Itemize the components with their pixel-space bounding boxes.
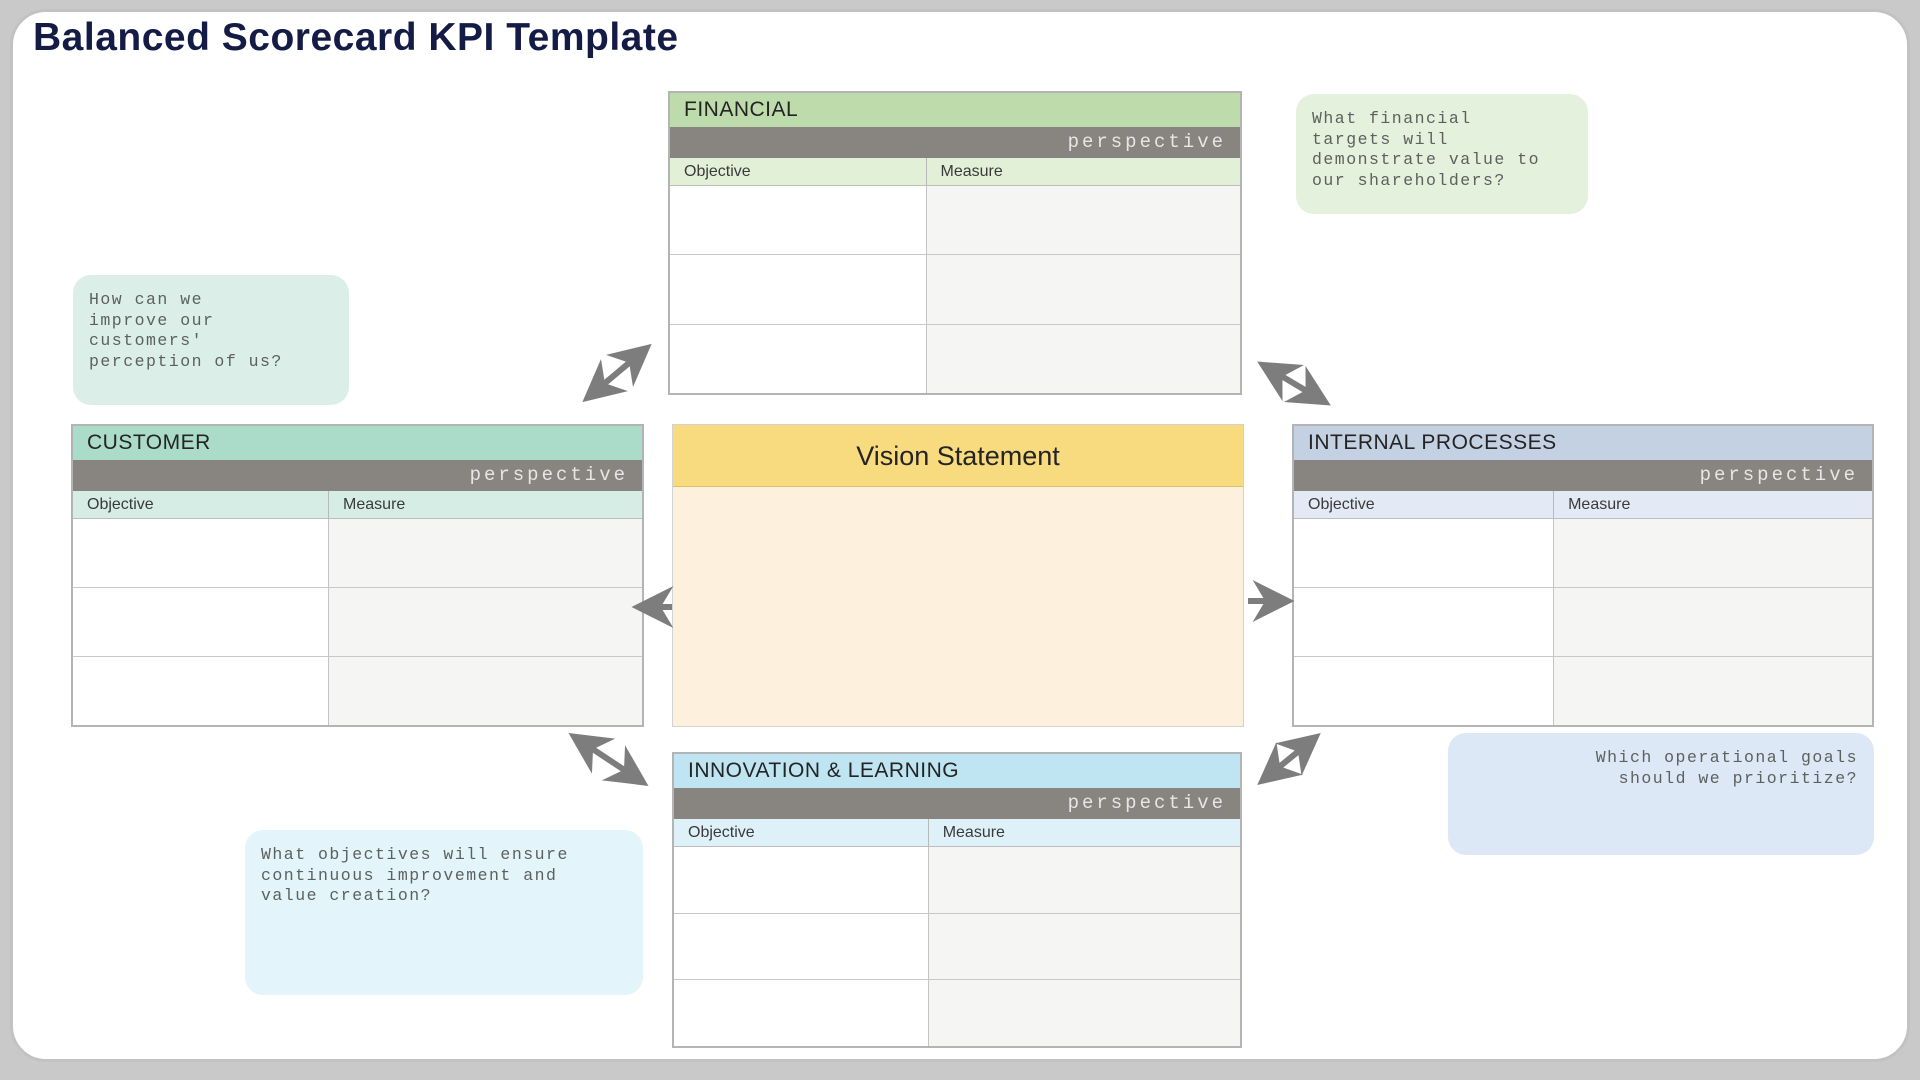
vision-statement-title: Vision Statement bbox=[673, 425, 1243, 487]
table-row bbox=[73, 588, 642, 657]
table-row bbox=[73, 519, 642, 588]
table-row bbox=[670, 324, 1240, 393]
page-title: Balanced Scorecard KPI Template bbox=[33, 16, 679, 59]
vision-statement-body[interactable] bbox=[673, 487, 1243, 726]
innovation-note: What objectives will ensure continuous i… bbox=[245, 830, 643, 995]
customer-note: How can we improve our customers' percep… bbox=[73, 275, 349, 405]
measure-cell[interactable] bbox=[1554, 657, 1872, 725]
objective-cell[interactable] bbox=[674, 980, 929, 1047]
customer-table: CUSTOMER perspective Objective Measure bbox=[71, 424, 644, 727]
table-row bbox=[1294, 657, 1872, 725]
measure-cell[interactable] bbox=[926, 324, 1240, 393]
objective-column-header: Objective bbox=[674, 819, 929, 846]
objective-cell[interactable] bbox=[674, 913, 929, 980]
internal-column-headers: Objective Measure bbox=[1294, 491, 1872, 519]
financial-perspective-bar: perspective bbox=[670, 127, 1240, 158]
innovation-learning-table: INNOVATION & LEARNING perspective Object… bbox=[672, 752, 1242, 1048]
innovation-column-headers: Objective Measure bbox=[674, 819, 1240, 847]
measure-cell[interactable] bbox=[928, 980, 1240, 1047]
measure-cell[interactable] bbox=[329, 519, 642, 587]
measure-cell[interactable] bbox=[1554, 588, 1872, 656]
measure-cell[interactable] bbox=[928, 847, 1240, 913]
table-row bbox=[674, 980, 1240, 1047]
innovation-table-body bbox=[674, 847, 1240, 1047]
internal-processes-note: Which operational goals should we priori… bbox=[1448, 733, 1874, 855]
measure-column-header: Measure bbox=[940, 163, 1003, 180]
objective-cell[interactable] bbox=[73, 588, 330, 656]
objective-cell[interactable] bbox=[73, 519, 330, 587]
objective-column-header: Objective bbox=[670, 158, 927, 185]
objective-cell[interactable] bbox=[670, 255, 927, 324]
measure-column-header: Measure bbox=[343, 496, 406, 513]
objective-cell[interactable] bbox=[1294, 657, 1555, 725]
measure-column-header: Measure bbox=[1568, 496, 1631, 513]
measure-cell[interactable] bbox=[329, 588, 642, 656]
vision-statement-box: Vision Statement bbox=[672, 424, 1244, 727]
customer-perspective-bar: perspective bbox=[73, 460, 642, 491]
innovation-perspective-bar: perspective bbox=[674, 788, 1240, 819]
objective-column-header: Objective bbox=[73, 491, 330, 518]
objective-cell[interactable] bbox=[674, 847, 929, 913]
internal-perspective-bar: perspective bbox=[1294, 460, 1872, 491]
table-row bbox=[674, 847, 1240, 914]
objective-cell[interactable] bbox=[670, 324, 927, 393]
objective-column-header: Objective bbox=[1294, 491, 1555, 518]
financial-table: FINANCIAL perspective Objective Measure bbox=[668, 91, 1242, 395]
objective-cell[interactable] bbox=[1294, 588, 1555, 656]
internal-processes-table: INTERNAL PROCESSES perspective Objective… bbox=[1292, 424, 1874, 727]
table-row bbox=[670, 255, 1240, 325]
table-row bbox=[670, 186, 1240, 256]
measure-cell[interactable] bbox=[928, 913, 1240, 980]
customer-table-body bbox=[73, 519, 642, 725]
internal-table-body bbox=[1294, 519, 1872, 725]
measure-cell[interactable] bbox=[926, 186, 1240, 255]
objective-cell[interactable] bbox=[73, 657, 330, 725]
measure-column-header: Measure bbox=[942, 824, 1005, 841]
financial-table-body bbox=[670, 186, 1240, 393]
table-row bbox=[73, 657, 642, 725]
financial-table-title: FINANCIAL bbox=[670, 93, 1240, 127]
measure-cell[interactable] bbox=[926, 255, 1240, 324]
customer-table-title: CUSTOMER bbox=[73, 426, 642, 460]
table-row bbox=[674, 913, 1240, 981]
table-row bbox=[1294, 519, 1872, 588]
financial-note: What financial targets will demonstrate … bbox=[1296, 94, 1588, 214]
innovation-learning-table-title: INNOVATION & LEARNING bbox=[674, 754, 1240, 788]
objective-cell[interactable] bbox=[670, 186, 927, 255]
table-row bbox=[1294, 588, 1872, 657]
internal-processes-table-title: INTERNAL PROCESSES bbox=[1294, 426, 1872, 460]
objective-cell[interactable] bbox=[1294, 519, 1555, 587]
measure-cell[interactable] bbox=[1554, 519, 1872, 587]
financial-column-headers: Objective Measure bbox=[670, 158, 1240, 186]
customer-column-headers: Objective Measure bbox=[73, 491, 642, 519]
measure-cell[interactable] bbox=[329, 657, 642, 725]
